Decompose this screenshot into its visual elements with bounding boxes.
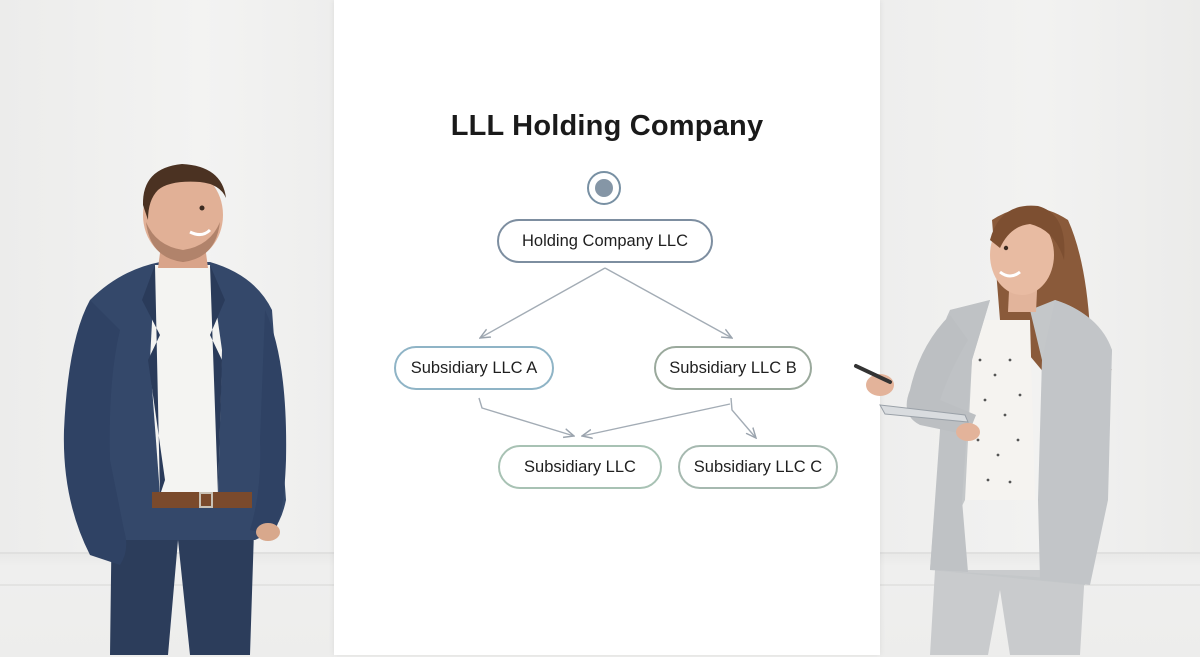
edge-sub-b-to-sub-c [730,397,756,438]
edge-sub-b-to-sub-mid [582,403,731,436]
edge-sub-a-to-sub-mid [478,397,574,436]
man-in-navy-suit [63,164,287,655]
node-subsidiary: Subsidiary LLC [498,445,662,489]
node-subsidiary-b: Subsidiary LLC B [654,346,812,390]
diagram-title: LLL Holding Company [450,110,764,142]
root-node-icon [587,171,621,205]
diagram-board: LLL Holding Company Holding Company LLC … [334,0,880,655]
woman-in-grey-suit-with-tablet [854,205,1112,655]
node-holding-company: Holding Company LLC [497,219,713,263]
node-subsidiary-c: Subsidiary LLC C [678,445,838,489]
diagram-connectors [478,267,880,655]
edge-root-to-sub-a [480,267,606,338]
node-subsidiary-a: Subsidiary LLC A [394,346,554,390]
edge-root-to-sub-b [604,267,732,338]
